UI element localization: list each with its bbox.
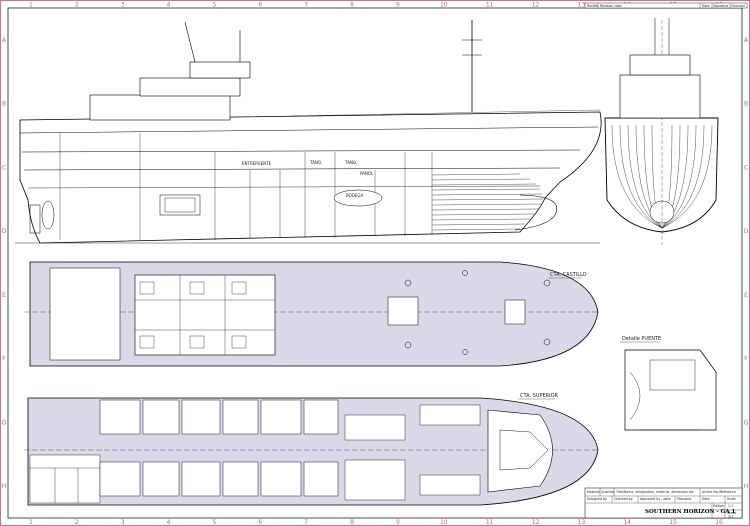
tb-scale: Scale [727,497,736,501]
grid-column-label: 8 [350,2,354,9]
tb-filename: Filename [677,497,691,501]
grid-column-label: 12 [532,519,540,526]
hold-label: BODEGA [346,193,364,198]
grid-column-label: 13 [578,519,586,526]
tb-designed-by: Designed by [587,497,607,501]
grid-column-label: 6 [258,2,262,9]
grid-row-labels-right: A B C D E F G H [744,37,749,490]
grid-column-label: 1 [29,2,33,9]
grid-column-label: 15 [669,519,677,526]
drawing-title: SOUTHERN HORIZON - GA 1 [645,509,736,515]
grid-row-label: D [2,228,7,235]
grid-column-label: 12 [532,2,540,9]
rev-checked-header: Checked [731,4,745,8]
grid-row-label: A [2,37,7,44]
grid-column-label: 5 [213,519,217,526]
revision-table: Rev/No Revision note Date Signature Chec… [584,2,748,9]
rev-date-header: Date [702,4,710,8]
grid-row-label: G [2,419,7,426]
tb-title-name: Title/Name, designation, material, dimen… [615,490,694,494]
side-profile-view: BODEGA ENTREPUENTE TANQ. TANQ. PAÑOL [15,20,602,244]
grid-column-label: 4 [167,519,171,526]
grid-column-label: 6 [258,519,262,526]
grid-row-label: H [744,483,749,490]
tb-article-no: Article No./Reference [702,490,736,494]
grid-column-label: 7 [304,2,308,9]
grid-column-label: 9 [396,2,400,9]
rev-no-header: Rev/No [587,4,598,8]
forecastle-deck-label: CTA. CASTILLO [550,272,587,278]
grid-column-label: 3 [121,519,125,526]
body-plan-view [604,18,719,245]
grid-column-label: 2 [75,519,79,526]
rev-note-header: Revision note [600,4,622,8]
grid-row-label: G [744,419,749,426]
grid-row-label: F [2,356,6,363]
title-block: Material Quantity Title/Name, designatio… [584,487,743,519]
grid-column-label: 7 [304,519,308,526]
grid-column-label: 16 [715,519,723,526]
grid-row-labels-left: A B C D E F G H [2,37,7,490]
sheet-inner-border [7,7,743,519]
grid-column-label: 14 [623,519,631,526]
grid-row-label: D [744,228,749,235]
grid-row-label: C [2,164,6,171]
grid-column-label: 5 [213,2,217,9]
grid-column-label: 4 [167,2,171,9]
grid-row-label: B [2,101,6,108]
bridge-detail-label: Detalle PUENTE [622,336,661,342]
grid-column-label: 13 [578,2,586,9]
grid-row-label: C [744,164,748,171]
tb-sheet: Sheet [727,511,737,515]
tank-label-2: TANQ. [344,160,357,165]
grid-column-label: 3 [121,2,125,9]
grid-column-label: 10 [440,2,448,9]
store-label: PAÑOL [360,171,374,176]
tb-date: Date [702,497,710,501]
tank-label-1: TANQ. [309,160,322,165]
bridge-detail-view: Detalle PUENTE [620,336,717,431]
upper-deck-label: CTA. SUPERIOR [520,393,559,399]
tb-approved-by: Approved by - date [640,497,671,501]
grid-column-label: 1 [29,519,33,526]
tb-checked-by: Checked by [614,497,633,501]
grid-row-label: E [744,292,748,299]
grid-row-label: H [2,483,7,490]
grid-column-label: 9 [396,519,400,526]
grid-column-label: 10 [440,519,448,526]
grid-row-label: B [744,101,748,108]
tb-edition: Edition [713,504,724,508]
tb-scale-value: 1:1 [728,504,733,508]
rev-signature-header: Signature [713,4,728,8]
tb-sheet-value: 1/1 [728,515,733,519]
grid-row-label: A [744,37,749,44]
grid-row-label: E [2,292,6,299]
tb-material: Material [587,490,600,494]
grid-column-label: 11 [486,2,494,9]
grid-row-label: F [744,356,748,363]
upper-deck-plan: CTA. SUPERIOR [24,393,600,506]
tb-quantity: Quantity [601,490,615,494]
grid-column-label: 11 [486,519,494,526]
grid-column-label: 8 [350,519,354,526]
tween-deck-label: ENTREPUENTE [242,161,272,166]
main-deck-plan: CTA. CASTILLO [24,261,600,367]
grid-column-label: 2 [75,2,79,9]
